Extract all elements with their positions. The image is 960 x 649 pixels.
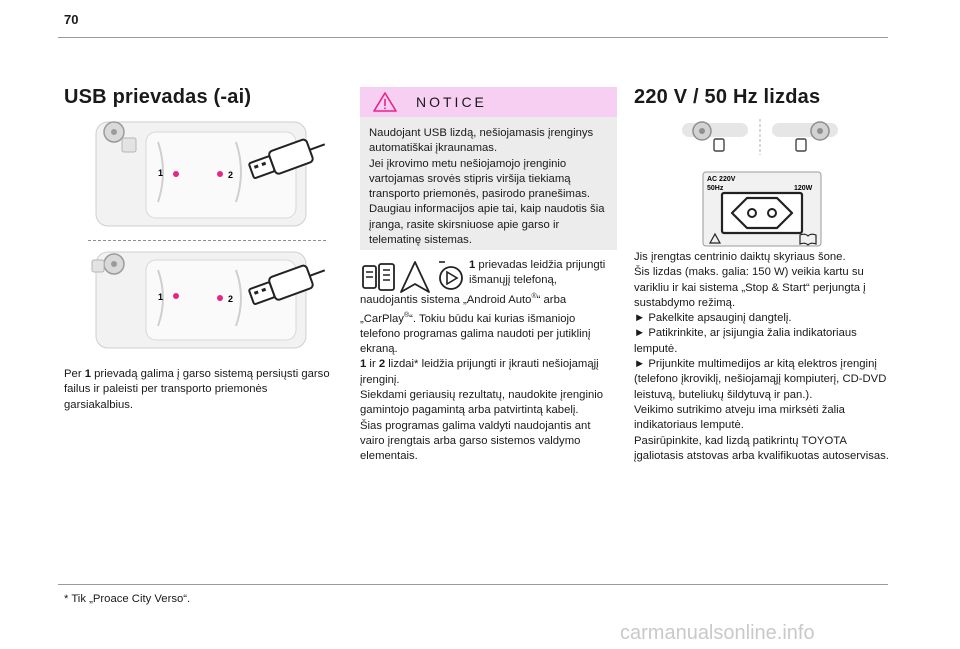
manual-book-icon	[799, 233, 817, 246]
top-divider	[58, 37, 888, 38]
socket-label-hz: 50Hz	[707, 185, 724, 192]
socket-label-ac: AC 220V	[707, 176, 736, 183]
usb-plug-icon	[248, 138, 326, 179]
mirror-screen-icon	[362, 263, 395, 291]
usb-port-1-marker	[173, 293, 179, 299]
watermark: carmanualsonline.info	[620, 622, 815, 644]
notice-header: NOTICE	[360, 87, 617, 117]
steering-position-icons	[682, 119, 838, 155]
illustration-divider	[88, 240, 326, 241]
notice-box: NOTICE Naudojant USB lizdą, nešiojamasis…	[360, 87, 617, 250]
usb-plug-icon	[248, 264, 326, 305]
carplay-icon	[439, 261, 463, 290]
steering-wheel-icon	[810, 121, 830, 141]
port-label-1: 1	[158, 292, 163, 302]
usb-port-info: 1 prievadas leidžia prijungti išmanųjį t…	[360, 259, 606, 463]
usb-port-1-marker	[173, 171, 179, 177]
smartphone-projection-icons	[362, 261, 463, 293]
footnote: * Tik „Proace City Verso“.	[64, 593, 191, 605]
steering-wheel-icon	[692, 121, 712, 141]
usb-port-2-marker	[217, 171, 223, 177]
car-interior-illustration-bottom: 1 2	[91, 251, 326, 349]
socket-220v-illustration: AC 220V 50Hz 120W	[702, 171, 822, 247]
usb-port-2-marker	[217, 295, 223, 301]
warning-triangle-icon	[708, 232, 722, 244]
socket-description: Jis įrengtas centrinio daiktų skyriaus š…	[634, 251, 889, 462]
car-interior-illustration-top: 1 2	[95, 121, 326, 227]
socket-section-title: 220 V / 50 Hz lizdas	[634, 86, 821, 108]
port-label-1: 1	[158, 168, 163, 178]
android-auto-icon	[400, 261, 430, 293]
steering-wheel-icon	[103, 253, 125, 275]
port-label-2: 2	[228, 294, 233, 304]
usb-section-title: USB prievadas (-ai)	[64, 86, 252, 108]
notice-title: NOTICE	[416, 94, 487, 110]
notice-text: Naudojant USB lizdą, nešiojamasis įrengi…	[369, 127, 605, 247]
port-label-2: 2	[228, 170, 233, 180]
socket-label-w: 120W	[794, 185, 813, 192]
usb-description: Per 1 prievadą galima į garso sistemą pe…	[64, 368, 330, 411]
socket-outlet-icon	[730, 196, 794, 230]
bottom-divider	[58, 584, 888, 585]
page-number: 70	[64, 12, 79, 27]
steering-wheel-icon	[103, 121, 125, 143]
warning-triangle-icon	[373, 92, 397, 112]
